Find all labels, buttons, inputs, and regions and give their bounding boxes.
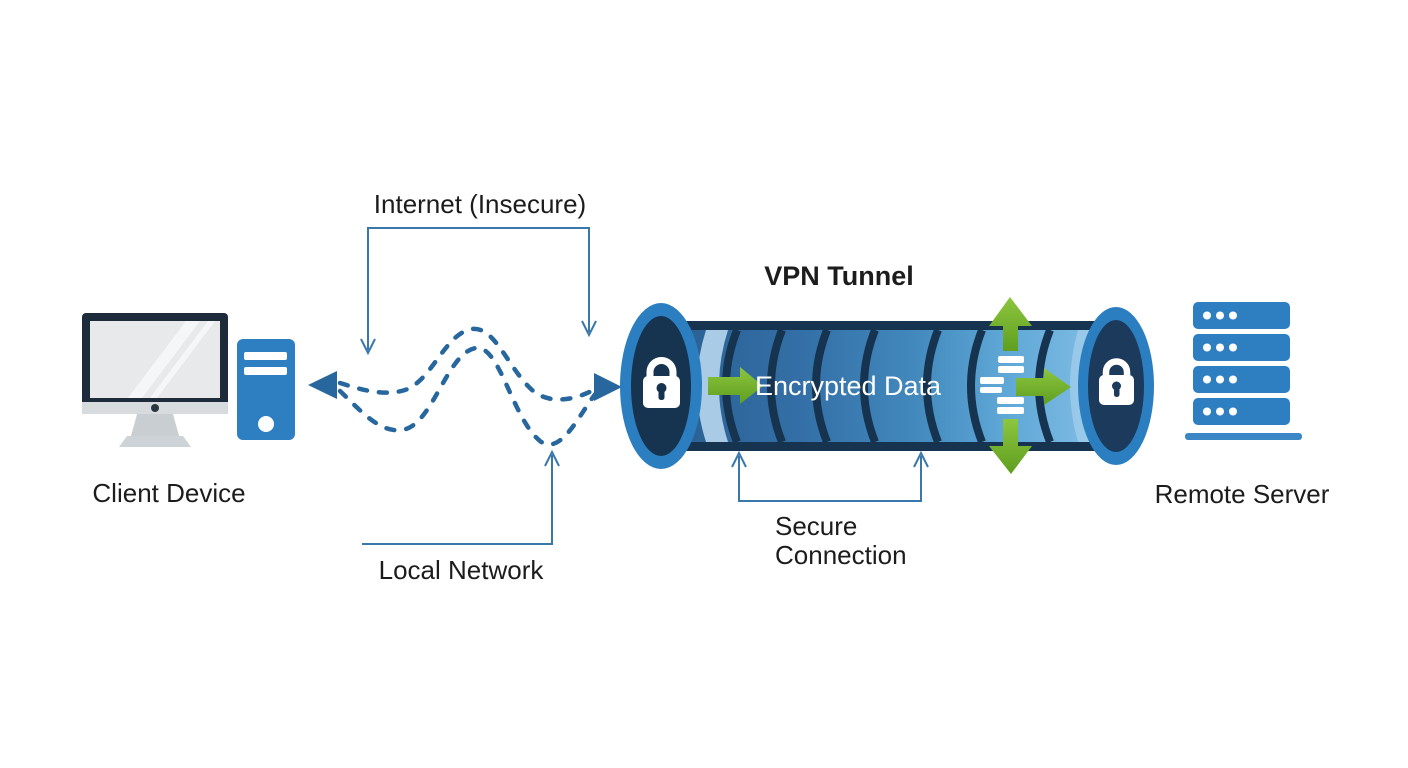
encrypted-data-label: Encrypted Data [754, 371, 942, 401]
arrowhead-up-left [731, 450, 747, 468]
green-arrow-right-entry [708, 367, 763, 404]
green-arrow-up [989, 297, 1032, 351]
insecure-connection-waves [337, 326, 601, 447]
vpn-tunnel-illustration [620, 297, 1154, 474]
desktop-monitor-icon [82, 313, 228, 447]
tunnel-right-cap [1078, 307, 1154, 465]
monitor-stand [119, 436, 191, 447]
client-device-illustration [82, 313, 295, 447]
internet-bracket [360, 227, 597, 356]
server-led-dots [1203, 311, 1237, 416]
monitor-power-dot [151, 404, 159, 412]
dashed-wave-line-upper [337, 326, 600, 402]
green-arrow-right-exit [1016, 368, 1071, 405]
dashed-wave-line-lower [337, 345, 601, 447]
server-stack-icon [1185, 302, 1302, 440]
vpn-tunnel-title: VPN Tunnel [764, 261, 914, 291]
secure-connection-label: Secure Connection [775, 511, 907, 570]
client-device-label: Client Device [92, 478, 246, 508]
arrowhead-down-right [581, 320, 597, 338]
arrowhead-up-right [913, 450, 929, 468]
wave-arrowhead-left [308, 371, 337, 399]
lock-icon-right [1099, 358, 1134, 405]
data-packet-bars [980, 356, 1024, 414]
arrowhead-up [544, 449, 560, 467]
wave-arrowhead-right [594, 373, 622, 401]
secure-connection-bracket [731, 450, 929, 502]
internet-insecure-label: Internet (Insecure) [373, 189, 587, 219]
arrowhead-down-left [360, 338, 376, 356]
green-arrow-down [989, 419, 1032, 474]
screen-glare [128, 321, 215, 398]
lock-icon-left [643, 357, 680, 408]
tunnel-left-cap [620, 303, 702, 469]
computer-tower-icon [237, 339, 295, 440]
server-base [1185, 433, 1302, 440]
remote-server-label: Remote Server [1154, 479, 1330, 509]
local-network-connector [362, 449, 560, 545]
local-network-label: Local Network [378, 555, 544, 585]
